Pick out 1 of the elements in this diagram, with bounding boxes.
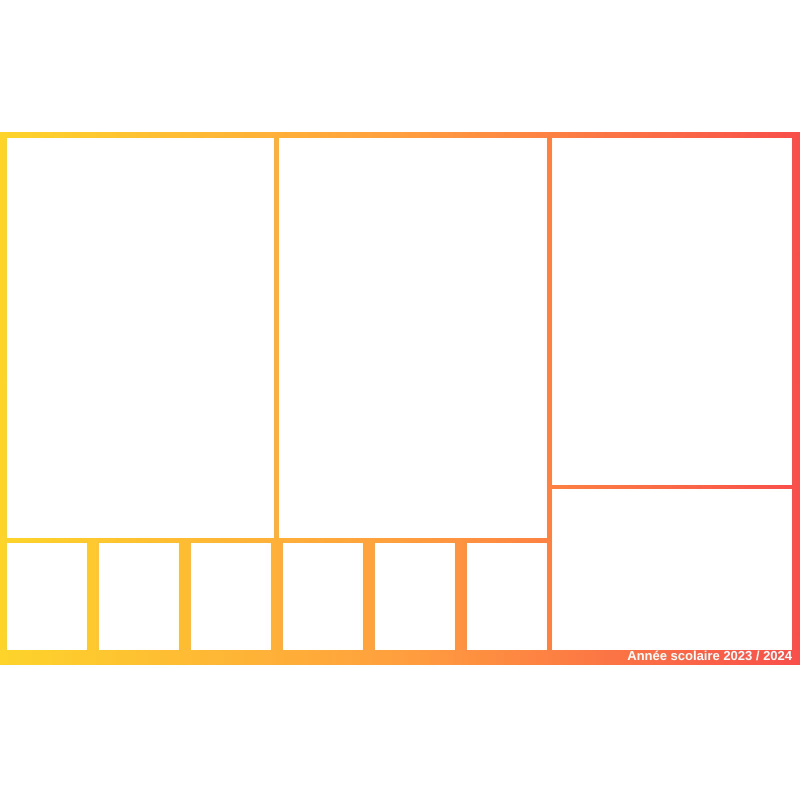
school-year-caption: Année scolaire 2023 / 2024 xyxy=(627,648,792,664)
